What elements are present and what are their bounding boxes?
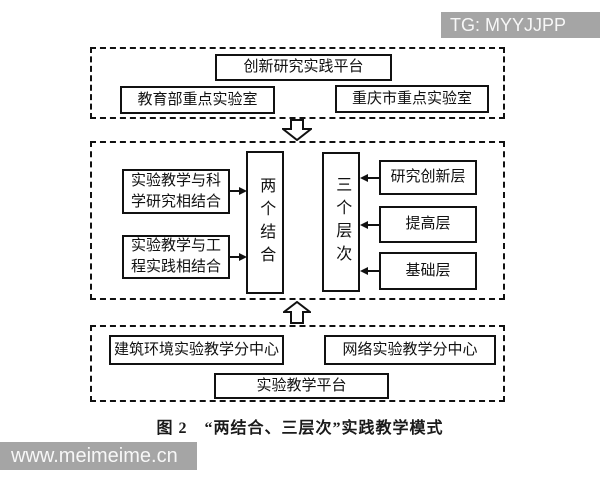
figure-caption: 图 2 “两结合、三层次”实践教学模式 [156,420,444,437]
built-environment-subcenter-box: 建筑环境实验教学分中心 [109,335,284,365]
innovation-platform-group: 创新研究实践平台 教育部重点实验室 重庆市重点实验室 [90,47,505,119]
down-block-arrow-icon [282,119,312,141]
watermark-bottom-left: www.meimeime.cn [0,442,197,470]
advanced-level-box: 提高层 [379,206,477,243]
basic-level-box: 基础层 [379,252,477,290]
experiment-teaching-platform-box: 实验教学平台 [214,373,389,399]
arrow-right-icon [230,253,247,261]
teaching-engineering-practice-box: 实验教学与工程实践相结合 [122,235,230,279]
arrow-left-icon [360,267,379,275]
research-innovation-level-box: 研究创新层 [379,160,477,195]
arrow-right-icon [230,187,247,195]
network-experiment-subcenter-box: 网络实验教学分中心 [324,335,496,365]
arrow-left-icon [360,221,379,229]
two-combinations-box: 两个结合 [246,151,284,294]
arrow-left-icon [360,174,379,182]
up-block-arrow-icon [283,301,311,324]
experiment-teaching-platform-group: 建筑环境实验教学分中心 网络实验教学分中心 实验教学平台 [90,325,505,402]
three-levels-box: 三个层次 [322,152,360,292]
two-combinations-three-levels-group: 实验教学与科学研究相结合 实验教学与工程实践相结合 两个结合 三个层次 研究创新… [90,141,505,300]
innovation-platform-box: 创新研究实践平台 [215,54,392,81]
watermark-top-right: TG: MYYJJPP [441,12,600,38]
chongqing-key-lab-box: 重庆市重点实验室 [335,85,489,113]
moe-key-lab-box: 教育部重点实验室 [120,86,275,114]
teaching-science-research-box: 实验教学与科学研究相结合 [122,169,230,214]
